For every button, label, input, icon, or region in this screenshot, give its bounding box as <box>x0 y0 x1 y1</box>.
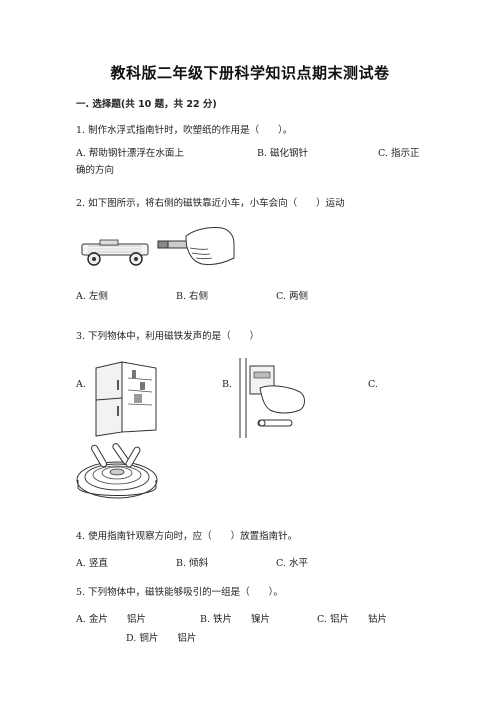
question-1-stem: 1. 制作水浮式指南针时，吹塑纸的作用是（ ）。 <box>76 125 293 136</box>
question-5-option-d[interactable]: D. 铜片 铝片 <box>126 633 197 644</box>
question-5-option-b[interactable]: B. 铁片 镍片 <box>200 614 271 625</box>
card-reader-door-image <box>234 358 308 438</box>
question-3-option-a[interactable]: A. <box>76 379 86 390</box>
question-4-option-a[interactable]: A. 竖直 <box>76 558 108 569</box>
question-2-option-a[interactable]: A. 左侧 <box>76 291 108 302</box>
question-2-stem: 2. 如下图所示，将右侧的磁铁靠近小车，小车会向（ ）运动 <box>76 198 345 209</box>
hand-holding-magnet-image <box>156 222 236 270</box>
question-5-option-a[interactable]: A. 金片 铝片 <box>76 614 146 625</box>
question-3-stem: 3. 下列物体中，利用磁铁发声的是（ ） <box>76 331 260 342</box>
question-3-option-b[interactable]: B. <box>222 379 233 390</box>
question-5-option-c[interactable]: C. 铝片 钴片 <box>317 614 387 625</box>
refrigerator-image <box>90 360 162 438</box>
question-1-option-c[interactable]: C. 指示正 <box>378 148 420 159</box>
question-4-option-c[interactable]: C. 水平 <box>276 558 308 569</box>
section-heading: 一. 选择题(共 10 题，共 22 分) <box>76 99 217 110</box>
question-5-stem: 5. 下列物体中，磁铁能够吸引的一组是（ ）。 <box>76 587 283 598</box>
speaker-with-clips-image <box>74 440 160 504</box>
question-2-option-b[interactable]: B. 右侧 <box>176 291 209 302</box>
question-1-option-a[interactable]: A. 帮助钢针漂浮在水面上 <box>76 148 184 159</box>
question-1-option-b[interactable]: B. 磁化钢针 <box>257 148 309 159</box>
question-4-option-b[interactable]: B. 倾斜 <box>176 558 209 569</box>
question-4-stem: 4. 使用指南针观察方向时，应（ ）放置指南针。 <box>76 531 298 542</box>
page-title: 教科版二年级下册科学知识点期末测试卷 <box>110 64 390 82</box>
toy-car-image <box>78 236 154 268</box>
question-1-option-c-continued: 确的方向 <box>76 165 115 176</box>
question-3-option-c[interactable]: C. <box>368 379 378 390</box>
question-2-option-c[interactable]: C. 两侧 <box>276 291 308 302</box>
